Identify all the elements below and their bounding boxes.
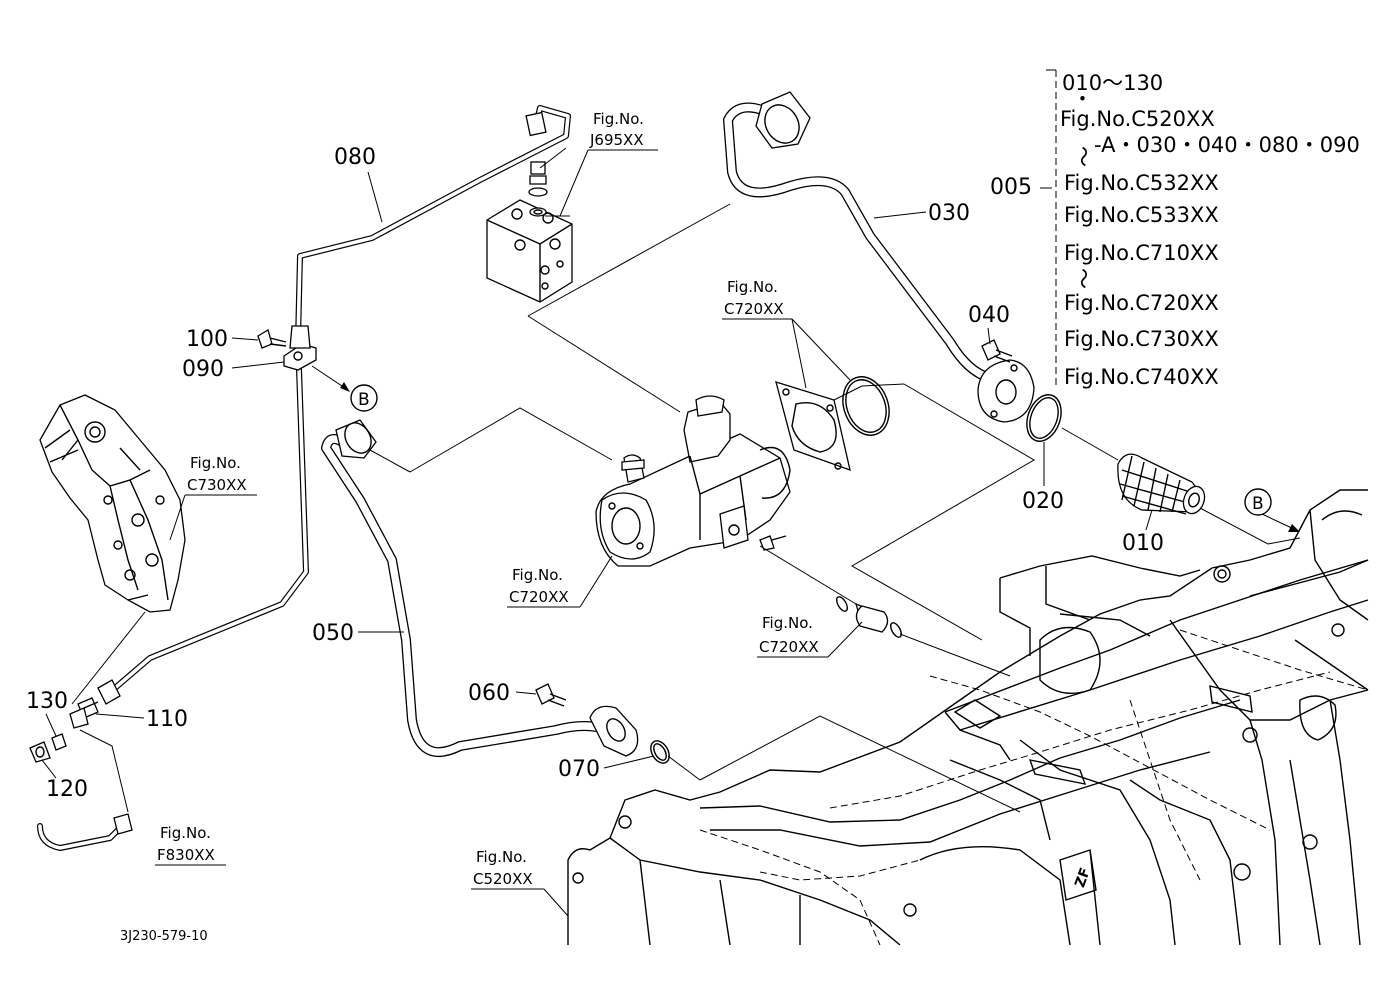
label-080: 080	[334, 145, 376, 170]
note-line7: Fig.No.C730XX	[1064, 327, 1219, 351]
callout-b-label: B	[358, 390, 370, 410]
label-020: 020	[1022, 489, 1064, 514]
label-090: 090	[182, 357, 224, 382]
note-wave1: ～	[1071, 146, 1095, 167]
callout-b-label: B	[1252, 494, 1264, 514]
fig-refs: Fig.No. J695XX Fig.No. C720XX Fig.No. C7…	[155, 110, 863, 917]
label-010: 010	[1122, 531, 1164, 556]
pipe-050	[321, 419, 613, 757]
callout-b-right: B	[1244, 488, 1300, 532]
fig-c720-coupling-code: C720XX	[759, 638, 819, 656]
fig-c720-coupling-label: Fig.No.	[762, 614, 813, 632]
group-note: 010～130 ・ Fig.No.C520XX ～ -A・030・040・080…	[1046, 69, 1360, 389]
fittings-110-130	[29, 697, 99, 763]
note-range: 010～130	[1062, 71, 1163, 95]
valve-fitting	[528, 161, 548, 217]
pipe-f830	[37, 813, 133, 851]
svg-text:ZF: ZF	[1072, 866, 1094, 890]
fig-f830-label: Fig.No.	[160, 824, 211, 842]
note-line5: Fig.No.C710XX	[1064, 241, 1219, 265]
fig-f830-code: F830XX	[157, 846, 215, 864]
note-line6: Fig.No.C720XX	[1064, 291, 1219, 315]
note-wave2: ～	[1071, 268, 1095, 289]
label-070: 070	[558, 757, 600, 782]
note-line3: Fig.No.C532XX	[1064, 171, 1219, 195]
label-040: 040	[968, 303, 1010, 328]
pump-coupling	[836, 596, 902, 638]
flange-050	[589, 705, 639, 757]
note-line8: Fig.No.C740XX	[1064, 365, 1219, 389]
valve-block	[486, 199, 573, 303]
fig-c730-label: Fig.No.	[190, 454, 241, 472]
label-120: 120	[46, 777, 88, 802]
label-130: 130	[26, 689, 68, 714]
pipe-030	[723, 91, 995, 383]
leader-lines	[71, 147, 1301, 813]
fig-c720-top-code: C720XX	[724, 300, 784, 318]
fig-j695-label: Fig.No.	[593, 110, 644, 128]
fig-c730-code: C730XX	[187, 476, 247, 494]
note-line1: Fig.No.C520XX	[1060, 107, 1215, 131]
label-060: 060	[468, 681, 510, 706]
label-050: 050	[312, 621, 354, 646]
label-005: 005	[990, 175, 1032, 200]
label-030: 030	[928, 201, 970, 226]
label-100: 100	[186, 327, 228, 352]
note-dot: ・	[1072, 87, 1093, 111]
part-labels: 080 030 040 005 020 010 100 090 050 060 …	[26, 145, 1164, 802]
note-line4: Fig.No.C533XX	[1064, 203, 1219, 227]
filter-010	[1117, 453, 1206, 515]
fig-c720-pump-code: C720XX	[509, 588, 569, 606]
o-ring-070	[650, 740, 670, 764]
drawing-code: 3J230-579-10	[120, 929, 208, 944]
o-ring-pump	[842, 376, 890, 436]
fig-c520-label: Fig.No.	[476, 848, 527, 866]
gasket-plate	[775, 381, 851, 472]
callout-b-left: B	[311, 365, 378, 412]
fig-j695-code: J695XX	[589, 131, 644, 149]
flange-030	[977, 359, 1035, 423]
hydraulic-pump	[595, 395, 791, 567]
note-line2: -A・030・040・080・090	[1094, 133, 1360, 157]
front-housing	[39, 394, 186, 613]
fig-c520-code: C520XX	[473, 870, 533, 888]
bolt-060	[535, 683, 567, 707]
label-110: 110	[146, 707, 188, 732]
pipe-080	[97, 105, 571, 705]
bolt-100	[257, 329, 287, 349]
fig-c720-pump-label: Fig.No.	[512, 566, 563, 584]
o-ring-020	[1026, 394, 1062, 442]
fig-c720-top-label: Fig.No.	[727, 278, 778, 296]
transmission-case: ZF	[567, 489, 1369, 946]
clamp-090	[283, 325, 317, 371]
bolt-040	[981, 339, 1013, 363]
